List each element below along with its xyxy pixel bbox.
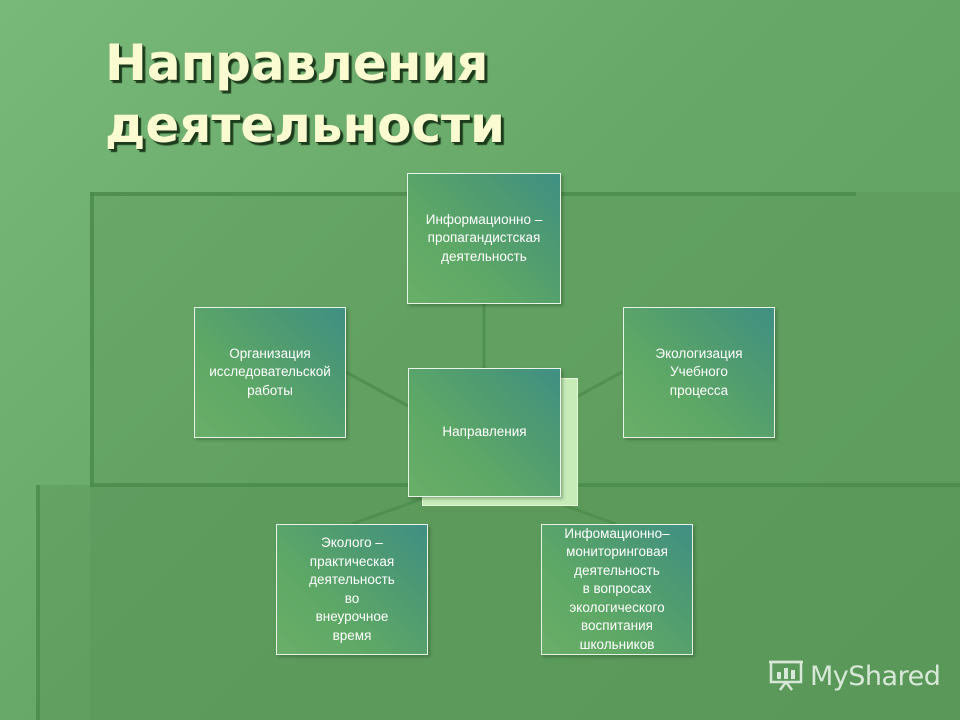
node-left-label: Организация исследовательской работы: [209, 345, 331, 398]
watermark: MyShared: [768, 656, 941, 697]
background-panel-lower: [38, 485, 960, 720]
decor-line: [90, 192, 94, 487]
node-bottom-right-label: Инфомационно– мониторинговая деятельност…: [564, 525, 670, 652]
slide-title: Направления деятельности: [105, 34, 506, 154]
node-bottom-left: Эколого – практическая деятельность во в…: [276, 524, 428, 655]
center-node-label: Направления: [442, 424, 527, 440]
decor-line: [36, 485, 40, 720]
node-bottom-right: Инфомационно– мониторинговая деятельност…: [541, 524, 693, 655]
node-right-label: Экологизация Учебного процесса: [655, 345, 743, 398]
node-right: Экологизация Учебного процесса: [623, 307, 775, 438]
connector-left: [345, 370, 409, 408]
node-bottom-left-label: Эколого – практическая деятельность во в…: [309, 535, 395, 643]
node-left: Организация исследовательской работы: [194, 307, 346, 438]
node-top-label: Информационно – пропагандистская деятель…: [425, 211, 543, 264]
watermark-text: MyShared: [810, 660, 941, 692]
center-node: Направления: [408, 368, 561, 497]
presentation-board-icon: [768, 656, 804, 697]
node-top: Информационно – пропагандистская деятель…: [407, 173, 561, 304]
connector-bottom-left: [351, 494, 431, 526]
